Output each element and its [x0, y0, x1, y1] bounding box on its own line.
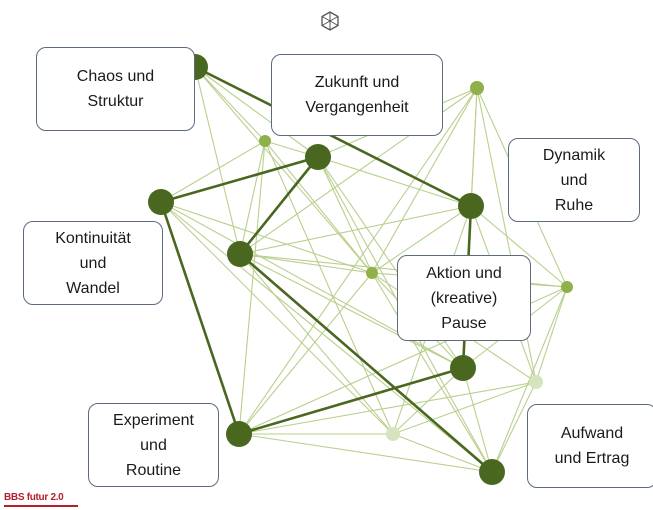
- node-dark: [148, 189, 174, 215]
- label-box-aufwand-ertrag: Aufwand und Ertrag: [527, 404, 653, 488]
- edge-light: [317, 156, 373, 274]
- label-box-aktion-pause: Aktion und (kreative) Pause: [397, 255, 531, 341]
- edge-light: [470, 87, 478, 207]
- edge-light: [239, 253, 464, 369]
- edge-strong: [238, 156, 320, 255]
- edge-light: [535, 286, 568, 383]
- edge-light: [392, 433, 493, 473]
- hexagon-cube-icon: [321, 11, 339, 31]
- edge-light: [160, 140, 266, 203]
- edge-light: [238, 140, 266, 435]
- edge-light: [392, 381, 537, 435]
- label-text: Zukunft und Vergangenheit: [305, 74, 409, 116]
- edge-light: [239, 253, 373, 274]
- label-text: Chaos und Struktur: [76, 68, 155, 110]
- edge-light: [160, 201, 394, 435]
- node-dark: [226, 421, 252, 447]
- edge-light: [194, 66, 266, 142]
- edge-light: [238, 433, 493, 473]
- bbs-futur-logo: BBS futur 2.0: [4, 492, 64, 503]
- edge-light: [317, 156, 472, 207]
- edge-light: [371, 205, 472, 274]
- edge-light: [194, 66, 373, 274]
- logo-underline: [4, 505, 78, 507]
- edge-light: [238, 381, 537, 435]
- edge-light: [194, 66, 241, 255]
- strong-edges: [159, 65, 493, 473]
- edge-light: [264, 140, 394, 435]
- edge-light: [194, 66, 319, 158]
- label-text: Aufwand und Ertrag: [554, 425, 630, 467]
- edge-light: [238, 272, 373, 435]
- edge-light: [239, 253, 394, 435]
- edge-strong: [239, 253, 493, 473]
- label-text: Aktion und (kreative) Pause: [426, 264, 502, 332]
- node-dark: [458, 193, 484, 219]
- edge-light: [371, 87, 478, 274]
- label-text: Kontinuität und Wandel: [55, 229, 131, 297]
- label-text: Dynamik und Ruhe: [542, 146, 606, 214]
- node-dark: [305, 144, 331, 170]
- edge-strong: [194, 65, 472, 208]
- edge-light: [462, 367, 493, 473]
- edge-strong: [159, 201, 241, 435]
- node-light: [259, 135, 271, 147]
- node-faint: [386, 427, 400, 441]
- edge-light: [160, 201, 493, 473]
- edge-light: [239, 205, 472, 255]
- label-box-experiment-routine: Experiment und Routine: [88, 403, 219, 487]
- node-light: [366, 267, 378, 279]
- edge-light: [160, 201, 373, 274]
- node-light: [561, 281, 573, 293]
- label-box-dynamik-ruhe: Dynamik und Ruhe: [508, 138, 640, 222]
- node-light: [470, 81, 484, 95]
- edge-light: [371, 272, 493, 473]
- edge-light: [239, 140, 266, 255]
- node-dark: [479, 459, 505, 485]
- label-box-zukunft-vergangenheit: Zukunft und Vergangenheit: [271, 54, 443, 136]
- label-box-chaos-struktur: Chaos und Struktur: [36, 47, 195, 131]
- edge-light: [470, 205, 568, 288]
- edge-strong: [238, 366, 464, 436]
- node-faint: [529, 375, 543, 389]
- edge-light: [238, 87, 478, 435]
- node-dark: [450, 355, 476, 381]
- node-dark: [227, 241, 253, 267]
- label-text: Experiment und Routine: [113, 411, 194, 479]
- edge-light: [264, 140, 373, 274]
- label-box-kontinuitaet-wandel: Kontinuität und Wandel: [23, 221, 163, 305]
- edge-strong: [160, 155, 319, 204]
- edge-light: [491, 381, 537, 473]
